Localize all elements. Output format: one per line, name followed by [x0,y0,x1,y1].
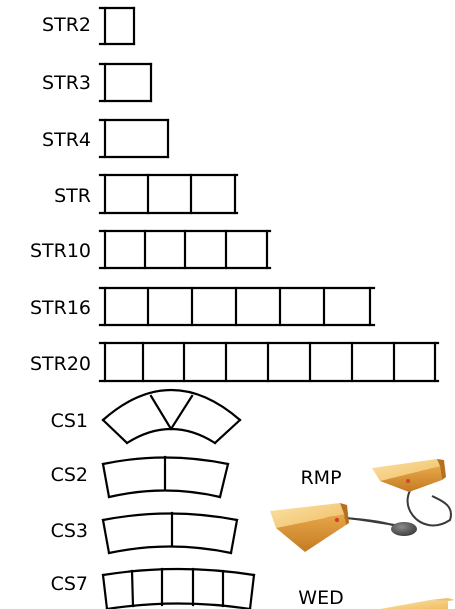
ramp-sensor-puck [391,522,417,536]
ramp-wedge-right [372,459,446,492]
piece-str4 [98,118,170,159]
label-str: STR [54,185,91,207]
piece-str20 [98,341,440,383]
label-cs2: CS2 [51,464,88,486]
label-rmp: RMP [300,467,341,489]
piece-cs7 [101,567,256,609]
piece-str10 [98,229,272,270]
piece-str3 [98,62,153,103]
piece-cs2 [101,455,230,499]
label-str4: STR4 [42,129,91,151]
piece-str16 [98,286,376,327]
label-cs7: CS7 [51,573,88,595]
label-cs1: CS1 [51,410,88,432]
ramp-wedge-left [270,503,349,552]
label-str16: STR16 [30,297,91,319]
label-str3: STR3 [42,72,91,94]
label-str10: STR10 [30,240,91,262]
label-str20: STR20 [30,353,91,375]
wedge-piece-partial [380,598,455,609]
label-wed: WED [298,587,343,609]
label-str2: STR2 [42,14,91,36]
ramp-cable-2 [344,517,399,528]
piece-cs1 [101,389,242,445]
piece-str [98,173,239,215]
piece-str2 [98,6,136,46]
label-cs3: CS3 [51,520,88,542]
piece-cs3 [101,511,239,555]
